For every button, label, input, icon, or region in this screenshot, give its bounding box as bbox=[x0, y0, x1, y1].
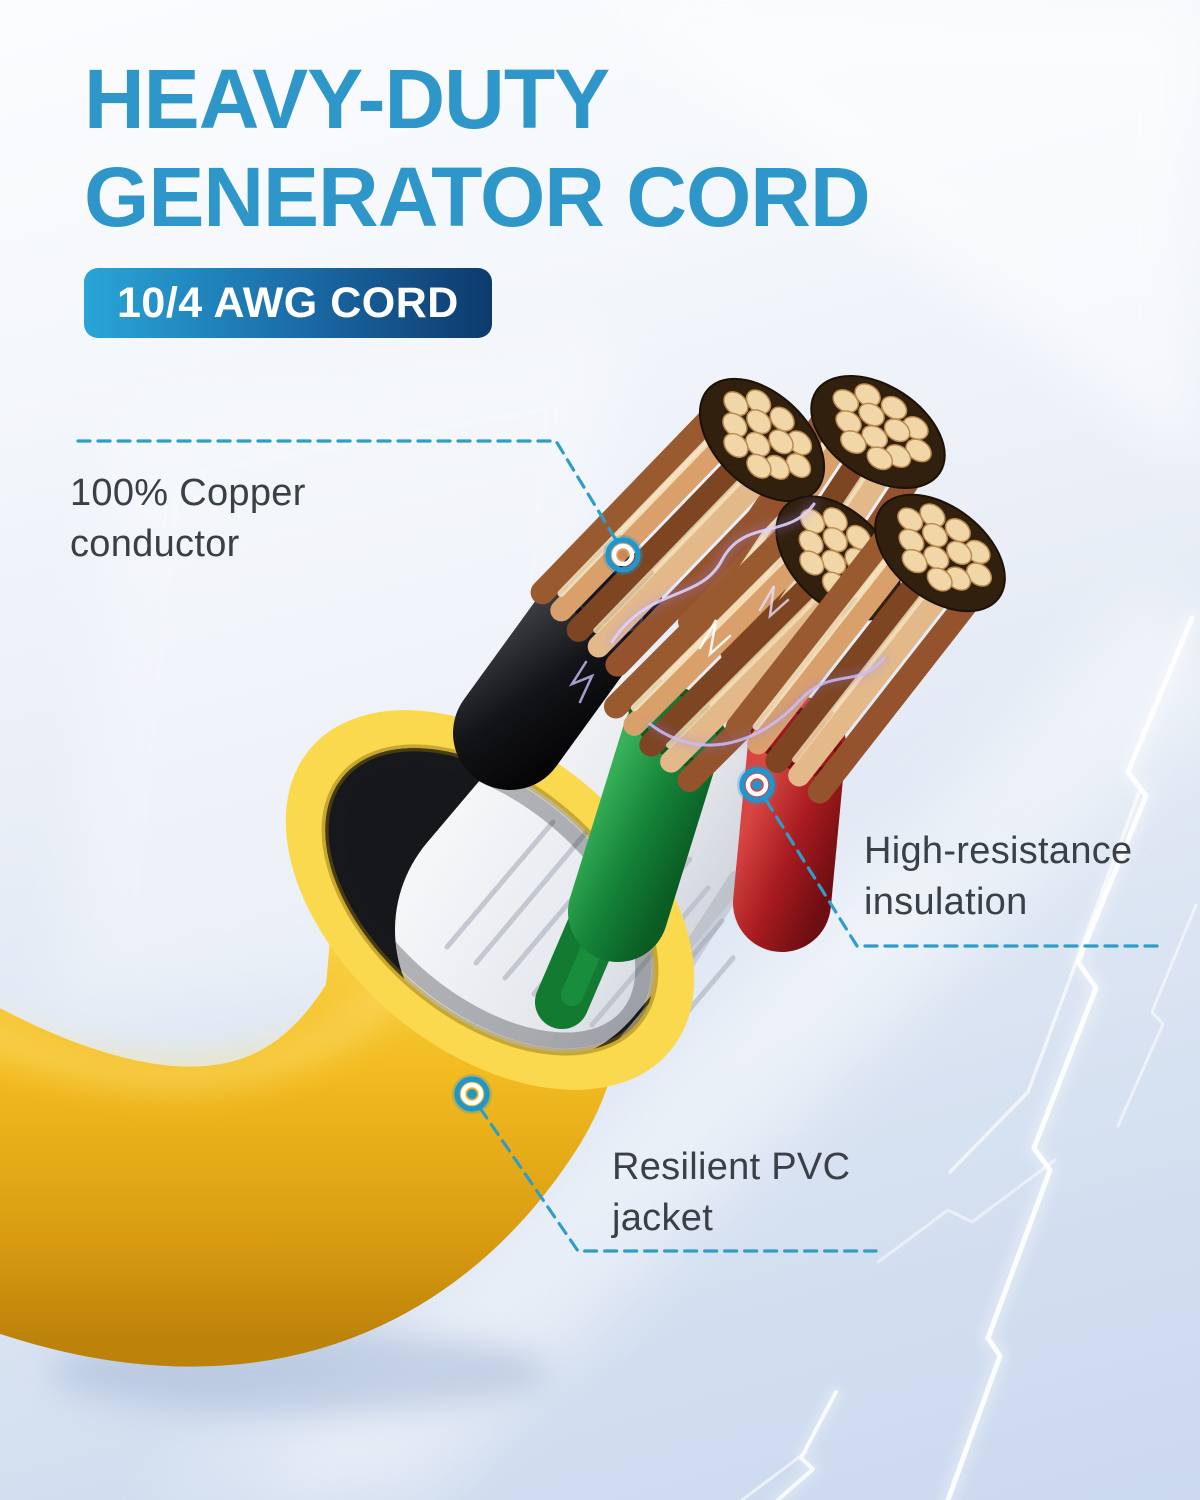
electric-arcs bbox=[568, 499, 889, 751]
insulation-label: High-resistance insulation bbox=[864, 826, 1133, 928]
copper-callout-line bbox=[76, 439, 618, 542]
awg-badge-label: 10/4 AWG CORD bbox=[117, 278, 459, 327]
pvc-jacket-label: Resilient PVC jacket bbox=[612, 1142, 850, 1244]
lightning-bolts bbox=[740, 610, 1200, 1500]
copper-label-line2: conductor bbox=[70, 523, 240, 565]
insulation-label-line1: High-resistance bbox=[864, 830, 1133, 872]
insulation-marker-icon bbox=[737, 765, 777, 805]
jacket-marker-icon bbox=[452, 1074, 492, 1114]
insulation-callout-line bbox=[764, 798, 1160, 948]
copper-conductor-label: 100% Copper conductor bbox=[70, 468, 306, 570]
page-title-line2: GENERATOR CORD bbox=[84, 150, 871, 244]
page-title: HEAVY-DUTY GENERATOR CORD bbox=[84, 50, 871, 246]
jacket-label-line2: jacket bbox=[612, 1197, 714, 1239]
awg-cord-badge: 10/4 AWG CORD bbox=[84, 268, 492, 338]
copper-marker-icon bbox=[603, 535, 643, 575]
page-title-line1: HEAVY-DUTY bbox=[84, 52, 610, 146]
jacket-label-line1: Resilient PVC bbox=[612, 1146, 851, 1188]
insulation-label-line2: insulation bbox=[864, 881, 1028, 923]
jacket-callout-line bbox=[478, 1106, 878, 1253]
copper-label-line1: 100% Copper bbox=[70, 472, 306, 514]
